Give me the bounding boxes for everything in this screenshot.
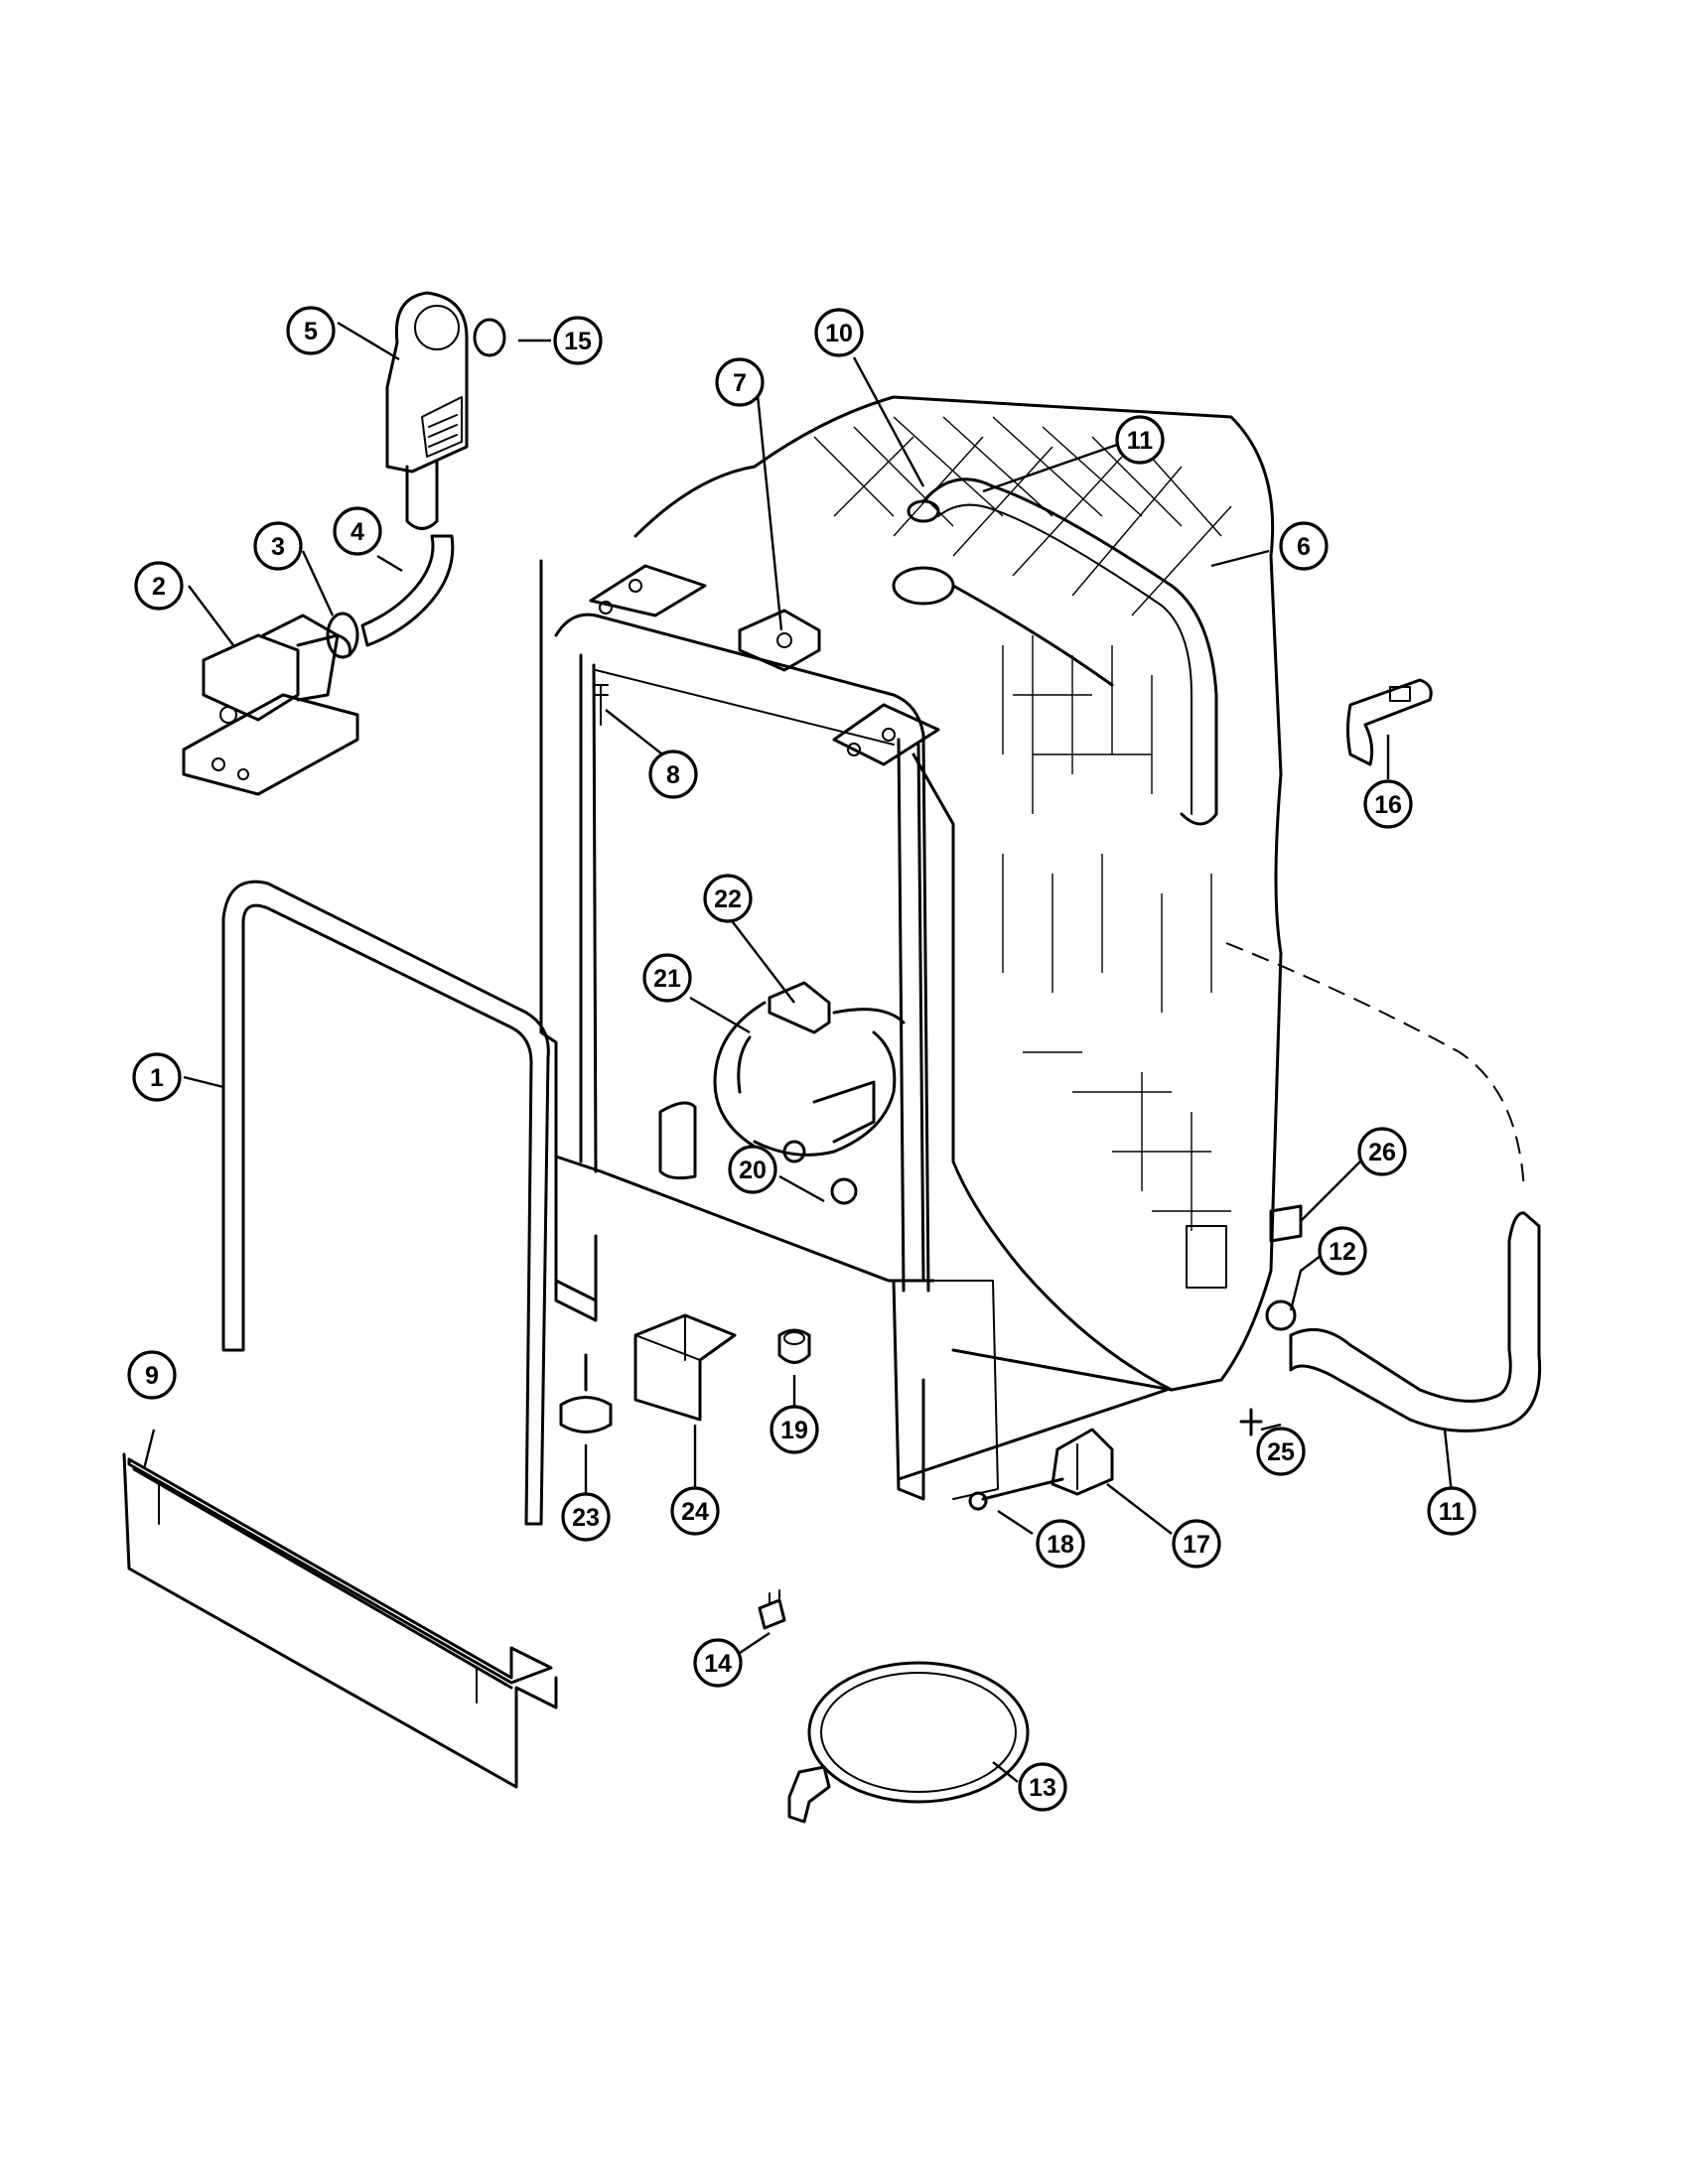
callout-14: 14 <box>693 1638 743 1688</box>
callout-circle <box>670 1486 720 1536</box>
callout-circle <box>561 1492 611 1542</box>
callout-circle <box>814 308 864 357</box>
callout-26: 26 <box>1357 1127 1407 1176</box>
callout-25: 25 <box>1256 1427 1306 1476</box>
callout-2: 2 <box>134 561 184 611</box>
callout-17: 17 <box>1172 1519 1221 1569</box>
callout-12: 12 <box>1318 1226 1367 1276</box>
callout-11: 11 <box>1427 1486 1476 1536</box>
callout-5: 5 <box>286 306 336 355</box>
tub-body <box>633 395 1283 1392</box>
callout-circle <box>770 1405 819 1454</box>
callout-label: 8 <box>666 761 680 789</box>
callout-circle <box>132 1052 182 1102</box>
callout-circle <box>286 306 336 355</box>
callout-circle <box>728 1145 777 1194</box>
callout-circle <box>1018 1762 1067 1812</box>
callout-16: 16 <box>1363 779 1413 829</box>
callout-23: 23 <box>561 1492 611 1542</box>
callout-circle <box>1318 1226 1367 1276</box>
callout-8: 8 <box>648 750 698 799</box>
callout-9: 9 <box>127 1350 177 1400</box>
callout-19: 19 <box>770 1405 819 1454</box>
callout-label: 9 <box>145 1362 159 1390</box>
callout-circle <box>648 750 698 799</box>
callout-label: 3 <box>271 533 285 561</box>
callout-label: 4 <box>351 518 364 546</box>
callout-label: 22 <box>714 886 742 913</box>
callout-circle <box>553 316 603 365</box>
callout-label: 21 <box>653 965 681 993</box>
callout-label: 2 <box>152 573 166 601</box>
parts-line-art <box>122 291 1542 1824</box>
callout-label: 17 <box>1183 1531 1210 1559</box>
callout-24: 24 <box>670 1486 720 1536</box>
callout-circle <box>1363 779 1413 829</box>
callout-label: 12 <box>1329 1238 1356 1266</box>
fill-funnel <box>385 291 469 530</box>
callout-label: 10 <box>825 320 853 347</box>
callout-label: 18 <box>1047 1531 1074 1559</box>
callout-label: 11 <box>1439 1498 1466 1526</box>
callout-circle <box>1357 1127 1407 1176</box>
callout-4: 4 <box>333 506 382 556</box>
callout-15: 15 <box>553 316 603 365</box>
callout-20: 20 <box>728 1145 777 1194</box>
callout-label: 13 <box>1029 1774 1056 1802</box>
callout-label: 15 <box>564 328 592 355</box>
callout-label: 20 <box>739 1157 767 1184</box>
callout-label: 11 <box>1127 427 1154 455</box>
callout-label: 26 <box>1368 1139 1396 1166</box>
callout-21: 21 <box>642 953 692 1003</box>
callout-10: 10 <box>814 308 864 357</box>
callout-circle <box>1279 521 1329 571</box>
callout-label: 6 <box>1297 533 1311 561</box>
callout-circle <box>1427 1486 1476 1536</box>
callout-label: 16 <box>1374 791 1402 819</box>
callout-label: 5 <box>304 318 318 345</box>
callout-label: 24 <box>681 1498 709 1526</box>
water-valve <box>182 614 359 796</box>
callout-6: 6 <box>1279 521 1329 571</box>
callout-circle <box>127 1350 177 1400</box>
callout-label: 25 <box>1267 1438 1295 1466</box>
callout-1: 1 <box>132 1052 182 1102</box>
callout-label: 7 <box>733 369 747 397</box>
callout-label: 14 <box>704 1650 732 1678</box>
callout-circle <box>642 953 692 1003</box>
callout-circle <box>703 874 753 923</box>
callout-label: 19 <box>780 1417 808 1444</box>
callout-circle <box>715 357 765 407</box>
leader-lines <box>142 321 1454 1783</box>
callout-label: 23 <box>572 1504 600 1532</box>
callout-11: 11 <box>1115 415 1165 465</box>
callout-7: 7 <box>715 357 765 407</box>
callout-label: 1 <box>150 1064 164 1092</box>
callout-13: 13 <box>1018 1762 1067 1812</box>
callout-circle <box>333 506 382 556</box>
callout-circle <box>1036 1519 1085 1569</box>
callout-3: 3 <box>253 521 303 571</box>
callout-circle <box>1256 1427 1306 1476</box>
callout-circle <box>1115 415 1165 465</box>
callout-circle <box>1172 1519 1221 1569</box>
hinge-brackets <box>589 564 940 766</box>
callout-circle <box>134 561 184 611</box>
callout-circle <box>253 521 303 571</box>
callout-18: 18 <box>1036 1519 1085 1569</box>
callout-circle <box>693 1638 743 1688</box>
callout-22: 22 <box>703 874 753 923</box>
